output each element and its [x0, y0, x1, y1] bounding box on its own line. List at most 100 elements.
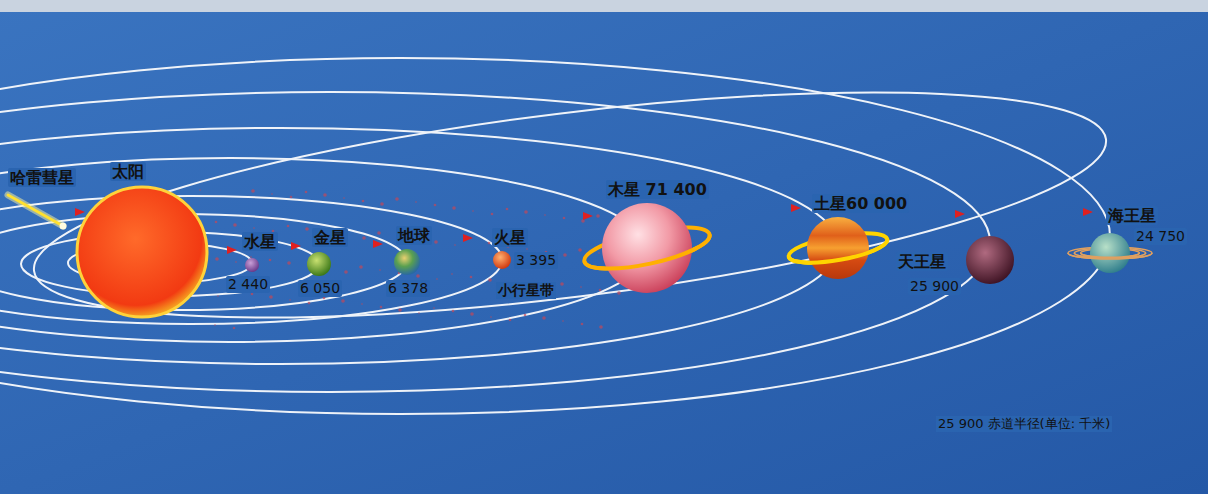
asteroid-dot: [524, 210, 528, 214]
asteroid-dot: [235, 261, 237, 263]
asteroid-dot: [562, 320, 564, 322]
asteroid-dot: [563, 253, 567, 257]
asteroid-dot: [343, 197, 345, 199]
asteroid-dot: [599, 289, 602, 292]
asteroid-dot: [416, 274, 420, 278]
asteroid-dot: [452, 206, 456, 210]
planet-node: 水星2 440: [245, 258, 259, 272]
planet-node: 海王星24 750: [1090, 233, 1130, 273]
body-name: 水星: [242, 232, 278, 251]
body-name: 地球: [396, 226, 432, 245]
asteroid-dot: [433, 307, 435, 309]
planet-disc: [602, 203, 692, 293]
asteroid-dot: [581, 323, 584, 326]
body-name: 天王星: [896, 252, 948, 271]
orbit-ellipse: [23, 48, 1117, 362]
comet-node: 哈雷彗星: [7, 182, 67, 242]
asteroid-dot: [452, 310, 455, 313]
planet-shape: [394, 249, 420, 275]
asteroid-dot: [289, 299, 291, 301]
asteroid-dot: [506, 208, 509, 211]
asteroid-dot: [580, 286, 582, 288]
planet-shape: [493, 251, 511, 269]
comet-shape: [7, 182, 67, 242]
asteroid-dot: [451, 273, 453, 275]
asteroid-dot: [217, 295, 219, 297]
asteroid-dot: [362, 200, 365, 203]
radius-value: 6 050: [298, 280, 342, 297]
asteroid-dot: [251, 293, 254, 296]
orbit-ellipse: [0, 158, 647, 342]
asteroid-dot: [199, 189, 201, 191]
planet-node: 天王星25 900: [966, 236, 1014, 284]
asteroid-dot: [323, 193, 327, 197]
radius-value: 2 440: [226, 276, 270, 293]
asteroid-dot: [526, 248, 528, 250]
radius-value: 25 900: [908, 278, 961, 295]
planet-shape: [307, 252, 331, 276]
asteroid-dot: [305, 227, 309, 231]
asteroid-dot: [215, 221, 218, 224]
body-name: 太阳: [110, 162, 146, 181]
asteroid-dot: [434, 204, 437, 207]
asteroid-dot: [599, 325, 603, 329]
planet-disc: [1090, 233, 1130, 273]
asteroid-dot: [361, 303, 363, 305]
planet-node: 土星60 000: [807, 217, 869, 279]
asteroid-dot: [271, 193, 273, 195]
asteroid-dot: [380, 202, 384, 206]
radius-value: 24 750: [1134, 228, 1187, 245]
orbit-direction-arrow: [791, 204, 801, 212]
orbit-ellipse: [0, 92, 990, 392]
orbit-direction-arrow: [463, 234, 473, 242]
asteroid-dot: [379, 269, 381, 271]
sun-disc: [77, 187, 207, 317]
body-name: 木星 71 400: [606, 180, 709, 199]
asteroid-dot: [544, 214, 546, 216]
body-name: 金星: [312, 228, 348, 247]
asteroid-dot: [509, 319, 512, 322]
planet-ring: [1081, 253, 1140, 257]
asteroid-dot: [308, 302, 311, 305]
asteroid-dot: [398, 308, 402, 312]
planet-node: 金星6 050: [307, 252, 331, 276]
planet-disc: [807, 217, 869, 279]
body-name: 火星: [492, 228, 528, 247]
asteroid-dot: [472, 210, 474, 212]
radius-value: 3 395: [514, 252, 558, 269]
sun-node: 太阳: [77, 187, 207, 317]
planet-node: 木星 71 400: [602, 203, 692, 293]
body-name: 哈雷彗星: [8, 168, 76, 187]
planet-disc: [245, 258, 259, 272]
asteroid-dot: [290, 196, 293, 199]
asteroid-dot: [253, 227, 255, 229]
body-name: 土星60 000: [812, 194, 909, 213]
asteroid-dot: [470, 312, 474, 316]
orbit-ellipse: [0, 128, 838, 364]
asteroid-dot: [542, 316, 546, 320]
asteroid-dot: [344, 270, 348, 274]
orbit-direction-arrow: [583, 212, 593, 220]
asteroid-belt-label: 小行星带: [496, 282, 556, 299]
asteroid-dot: [488, 242, 491, 245]
comet-tail: [8, 195, 63, 226]
orbit-direction-arrow: [75, 208, 85, 216]
asteroid-dot: [418, 312, 420, 314]
comet-tail: [8, 195, 63, 226]
planet-disc: [394, 249, 420, 275]
asteroid-dot: [287, 225, 290, 228]
asteroid-dot: [269, 295, 273, 299]
orbit-ellipse: [0, 58, 1110, 414]
asteroid-dot: [305, 191, 308, 194]
asteroid-dot: [434, 240, 438, 244]
planet-shape: [602, 203, 692, 293]
asteroid-dot: [470, 276, 473, 279]
asteroid-dot: [598, 252, 600, 254]
asteroid-dot: [341, 299, 345, 303]
orbit-direction-arrow: [227, 246, 237, 254]
asteroid-dot: [524, 314, 527, 317]
planet-ring: [789, 239, 890, 268]
planet-node: 地球6 378: [394, 249, 420, 275]
asteroid-dot: [395, 197, 399, 201]
orbit-direction-arrow: [1083, 208, 1093, 216]
